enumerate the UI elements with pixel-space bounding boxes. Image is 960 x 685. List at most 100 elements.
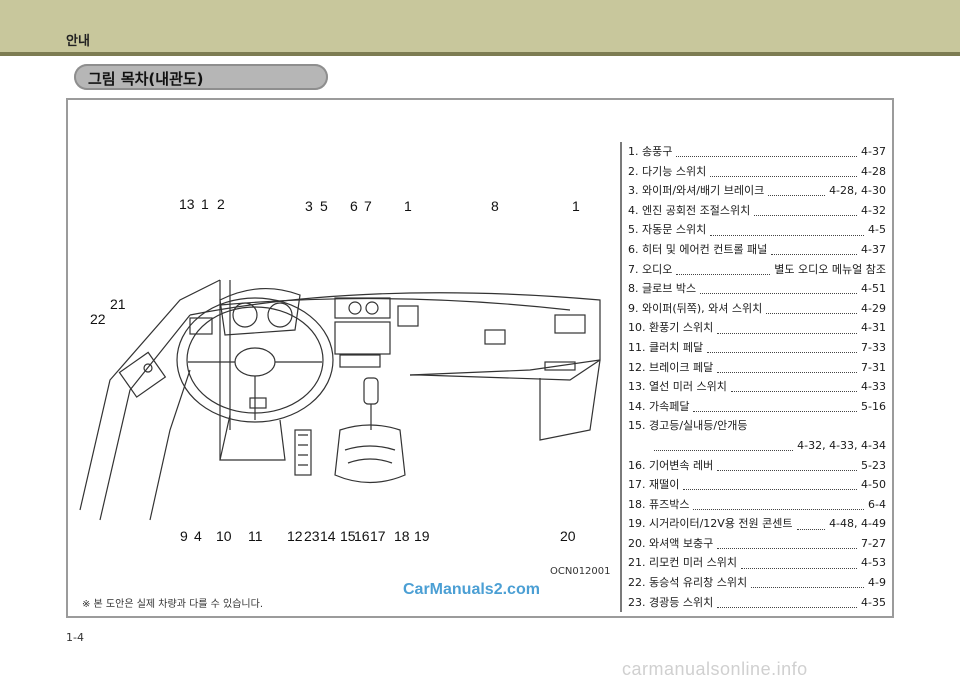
- index-item-label: 16. 기어변속 레버: [628, 458, 714, 472]
- index-item-leader: [654, 440, 794, 452]
- index-item: 4. 엔진 공회전 조절스위치 4-32: [628, 201, 886, 221]
- dashboard-illustration: [79, 279, 601, 521]
- index-item-label: 18. 퓨즈박스: [628, 497, 690, 511]
- callout-12: 12: [287, 528, 303, 544]
- index-item-leader: [754, 205, 858, 217]
- index-item-label: 22. 동승석 유리창 스위치: [628, 576, 748, 590]
- figure-code: OCN012001: [550, 566, 611, 577]
- index-item-page: 4-35: [861, 595, 886, 609]
- index-item-leader: [717, 597, 858, 608]
- heading-pill: 그림 목차(내관도): [74, 64, 328, 90]
- index-item-leader: [710, 225, 865, 236]
- index-item-page: 5-16: [861, 399, 886, 413]
- index-item-leader: [700, 283, 858, 295]
- index-item-page: 4-28: [861, 164, 886, 178]
- index-item: 17. 재떨이 4-50: [628, 475, 886, 495]
- index-item-page: 5-23: [861, 458, 886, 472]
- page-heading: 그림 목차(내관도): [88, 70, 204, 88]
- callout-1c: 1: [572, 198, 580, 214]
- index-item: 9. 와이퍼(뒤쪽), 와셔 스위치 4-29: [628, 299, 886, 319]
- index-item-page: 4-48, 4-49: [829, 517, 886, 531]
- callout-1b: 1: [404, 198, 412, 214]
- index-item-page: 7-33: [861, 340, 886, 354]
- index-item-label: 5. 자동문 스위치: [628, 223, 707, 237]
- index-item: 15. 경고등/실내등/안개등: [628, 416, 886, 436]
- index-item-label: 19. 시거라이터/12V용 전원 콘센트: [628, 517, 793, 531]
- index-item-leader: [796, 519, 826, 530]
- index-item-label: 14. 가속페달: [628, 399, 690, 413]
- index-item-label: 4. 엔진 공회전 조절스위치: [628, 203, 751, 217]
- index-item-leader: [717, 538, 858, 550]
- index-item-page: 4-29: [861, 301, 886, 315]
- index-item-label: 13. 열선 미러 스위치: [628, 380, 727, 394]
- index-item: 13. 열선 미러 스위치 4-33: [628, 377, 886, 397]
- callout-10: 10: [216, 528, 232, 544]
- index-item-page: 4-51: [861, 282, 886, 296]
- callout-2: 2: [217, 196, 225, 212]
- index-item: 5. 자동문 스위치 4-5: [628, 220, 886, 240]
- index-item-label: 17. 재떨이: [628, 478, 680, 492]
- index-item-page: 4-50: [861, 478, 886, 492]
- index-item-page: 4-33: [861, 380, 886, 394]
- index-item-page: 4-32: [861, 203, 886, 217]
- callout-7: 7: [364, 198, 372, 214]
- callout-19: 19: [414, 528, 430, 544]
- callout-4: 4: [194, 528, 202, 544]
- index-item-page: 4-9: [868, 576, 886, 590]
- index-item-page: 별도 오디오 메뉴얼 참조: [774, 262, 886, 276]
- index-item-page: 4-37: [861, 145, 886, 158]
- callout-16: 16: [354, 528, 370, 544]
- index-item-leader: [768, 185, 826, 197]
- index-item: 11. 클러치 페달 7-33: [628, 338, 886, 358]
- index-item: 19. 시거라이터/12V용 전원 콘센트 4-48, 4-49: [628, 514, 886, 534]
- index-item-label: 12. 브레이크 페달: [628, 360, 714, 374]
- index-item: 6. 히터 및 에어컨 컨트롤 패널 4-37: [628, 240, 886, 260]
- index-item-leader: [710, 166, 858, 177]
- index-item-leader: [717, 323, 858, 334]
- index-item-leader: [707, 342, 858, 354]
- index-item-leader: [693, 401, 858, 413]
- callout-5: 5: [320, 198, 328, 214]
- index-item: 14. 가속페달 5-16: [628, 397, 886, 417]
- index-item-label: 1. 송풍구: [628, 145, 673, 158]
- index-item-label: 9. 와이퍼(뒤쪽), 와셔 스위치: [628, 301, 763, 315]
- index-item-page: 4-37: [861, 242, 886, 256]
- index-item: 18. 퓨즈박스 6-4: [628, 495, 886, 515]
- figure-note: ※ 본 도안은 실제 차량과 다를 수 있습니다.: [82, 599, 264, 610]
- page-number: 1-4: [66, 631, 84, 644]
- header-divider: [0, 52, 960, 56]
- index-item-label: 11. 클러치 페달: [628, 340, 704, 354]
- index-item-leader: [740, 558, 858, 569]
- index-item: 16. 기어변속 레버 5-23: [628, 456, 886, 476]
- index-item: 22. 동승석 유리창 스위치 4-9: [628, 573, 886, 593]
- index-item-leader: [766, 303, 858, 315]
- callout-11: 11: [248, 528, 263, 544]
- index-item-page: 6-4: [868, 497, 886, 511]
- index-item-leader: [771, 244, 858, 256]
- figure-frame: [66, 98, 894, 618]
- callout-23: 23: [304, 528, 320, 544]
- index-item: 4-32, 4-33, 4-34: [628, 436, 886, 456]
- index-item-page: 4-5: [868, 223, 886, 237]
- footer-watermark: carmanualsonline.info: [622, 659, 808, 679]
- callout-21: 21: [110, 296, 126, 312]
- callout-13: 13: [179, 196, 195, 212]
- index-item-leader: [676, 264, 771, 275]
- index-item-label: 15. 경고등/실내등/안개등: [628, 419, 748, 433]
- callout-17: 17: [370, 528, 386, 544]
- index-item-label: 6. 히터 및 에어컨 컨트롤 패널: [628, 242, 768, 256]
- callout-6: 6: [350, 198, 358, 214]
- callout-14: 14: [320, 528, 336, 544]
- index-item-label: 3. 와이퍼/와셔/배기 브레이크: [628, 184, 765, 198]
- index-item-label: 23. 경광등 스위치: [628, 595, 714, 609]
- index-item-leader: [751, 577, 865, 589]
- callout-9: 9: [180, 528, 188, 544]
- index-item-label: 21. 리모컨 미러 스위치: [628, 556, 737, 570]
